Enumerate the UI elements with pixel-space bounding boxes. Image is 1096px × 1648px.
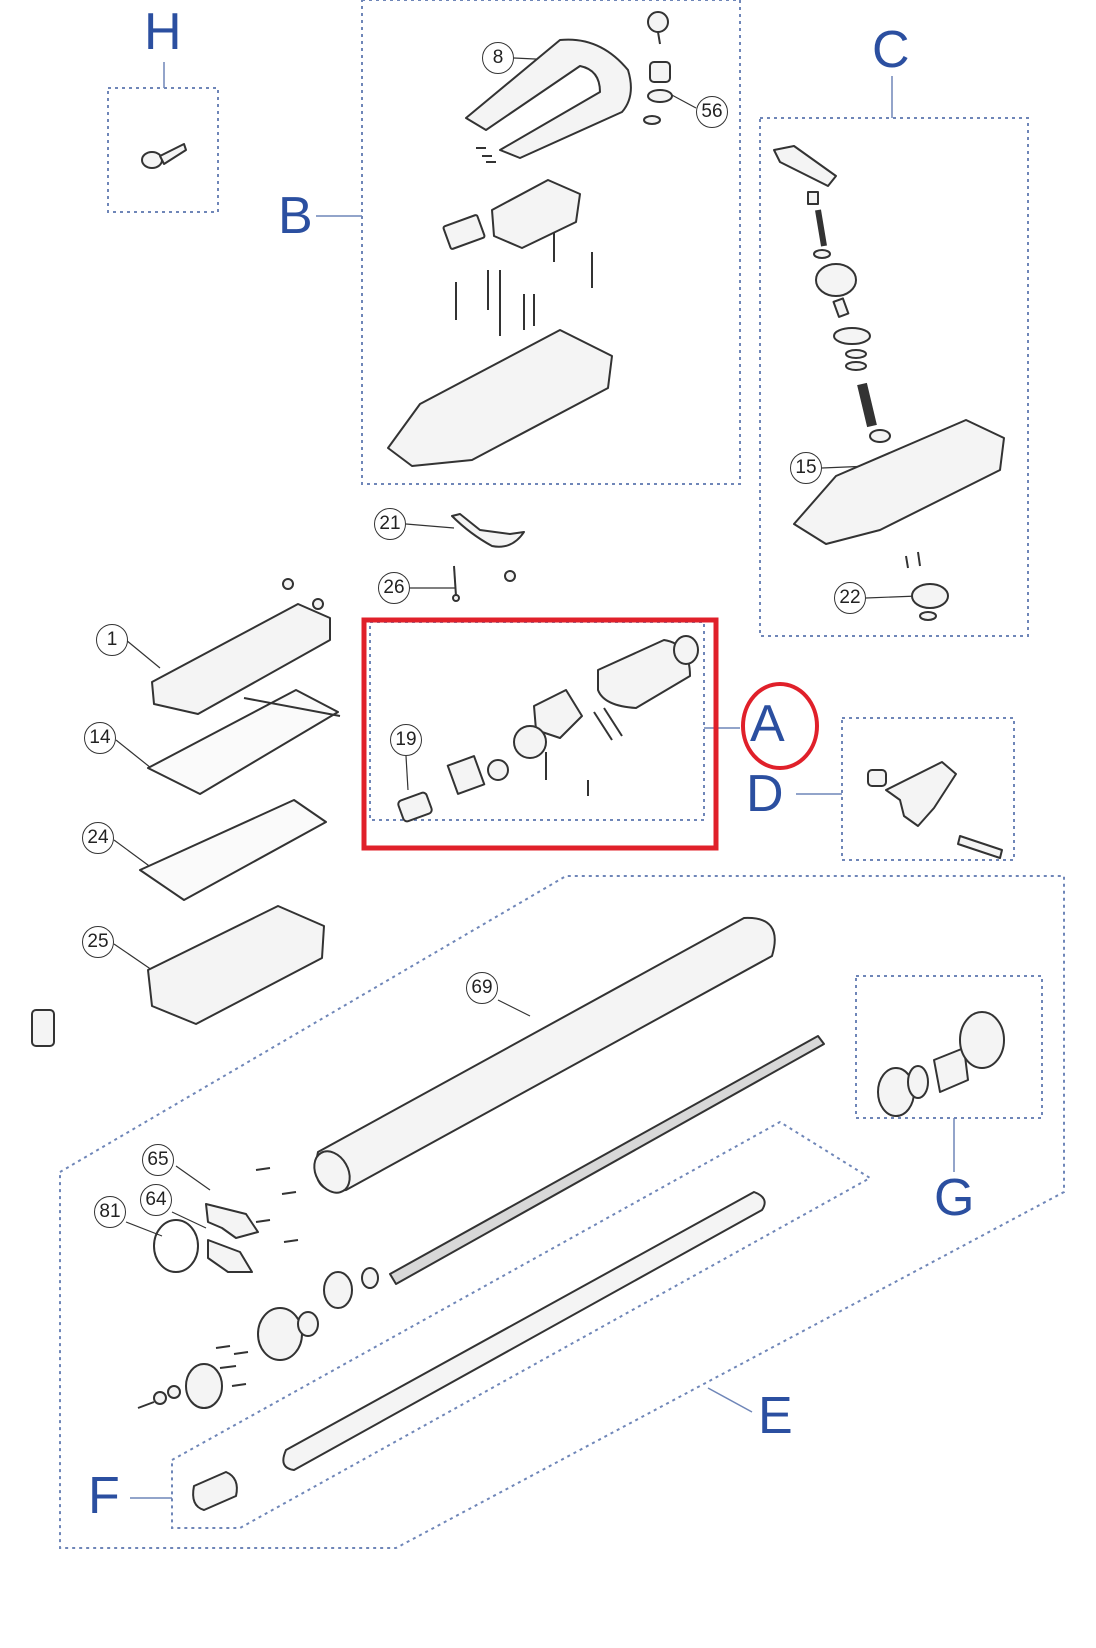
- control-cover: [491, 179, 581, 249]
- top-bracket-c: [773, 145, 837, 187]
- callout-25: 25: [82, 926, 114, 958]
- bolt-f: [192, 1471, 238, 1511]
- ring-81: [153, 1219, 199, 1273]
- group-label-c: C: [872, 21, 910, 79]
- group-label-f: F: [88, 1467, 120, 1525]
- group-box-c: [759, 117, 1029, 637]
- tube-69: [314, 916, 776, 1192]
- bracket-d: [867, 761, 1003, 859]
- terminal-block: [442, 214, 486, 250]
- box-25: [147, 905, 325, 1025]
- callout-19: 19: [390, 724, 422, 756]
- handle-part: [465, 38, 632, 159]
- lid-1: [151, 603, 331, 715]
- screw-rod: [389, 1035, 825, 1285]
- inner-tube: [282, 1191, 766, 1471]
- callout-1: 1: [96, 624, 128, 656]
- group-box-g: [855, 975, 1043, 1119]
- end-cap-g: [877, 1011, 1005, 1117]
- bracket-21: [451, 513, 525, 548]
- highlight-circle-a: [741, 682, 819, 770]
- base-housing-c: [793, 419, 1005, 545]
- group-box-d: [841, 717, 1015, 861]
- callout-65: 65: [142, 1144, 174, 1176]
- callout-8: 8: [482, 42, 514, 74]
- group-box-b: [361, 0, 741, 485]
- callout-24: 24: [82, 822, 114, 854]
- handle-screws: [476, 147, 496, 163]
- bevel-gear-c: [815, 263, 857, 297]
- highlight-box-a: [361, 617, 719, 851]
- base-housing-b: [387, 329, 613, 467]
- group-label-e: E: [758, 1387, 793, 1445]
- callout-21: 21: [374, 508, 406, 540]
- key-part: [141, 143, 187, 169]
- motor-assembly: [397, 635, 699, 823]
- callout-15: 15: [790, 452, 822, 484]
- group-label-a: A: [750, 695, 785, 753]
- knob-part: [647, 11, 669, 33]
- nut-left: [31, 1009, 55, 1047]
- clip-65: [205, 1203, 259, 1239]
- callout-26: 26: [378, 572, 410, 604]
- knob-22: [911, 583, 949, 609]
- bushing-part: [649, 61, 671, 83]
- clip-64: [207, 1239, 253, 1273]
- callout-14: 14: [84, 722, 116, 754]
- plate-14: [147, 689, 339, 795]
- callout-81: 81: [94, 1196, 126, 1228]
- group-label-b: B: [278, 187, 313, 245]
- callout-22: 22: [834, 582, 866, 614]
- group-label-h: H: [144, 3, 182, 61]
- group-label-d: D: [746, 765, 784, 823]
- gear-e: [185, 1363, 223, 1409]
- group-label-g: G: [934, 1169, 975, 1227]
- callout-56: 56: [696, 96, 728, 128]
- callout-69: 69: [466, 972, 498, 1004]
- group-box-h: [107, 87, 219, 213]
- gasket-24: [139, 799, 327, 901]
- group-box-e: [59, 875, 1065, 1549]
- callout-64: 64: [140, 1184, 172, 1216]
